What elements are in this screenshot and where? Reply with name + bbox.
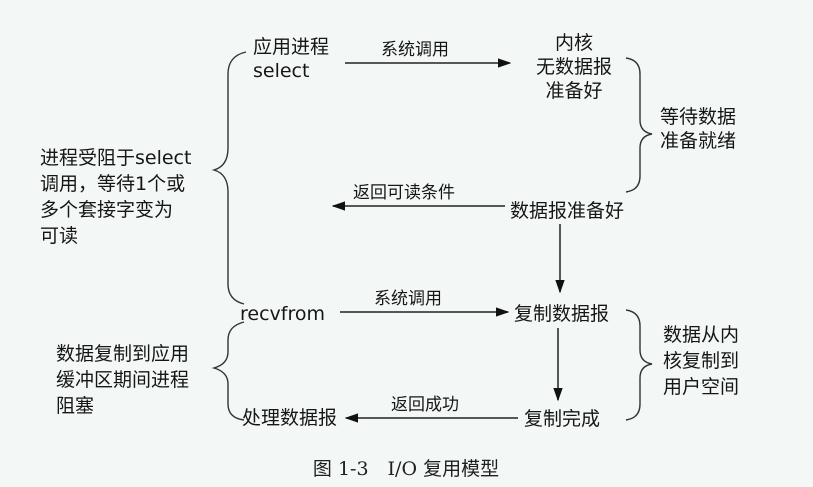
select-label: select: [253, 60, 309, 82]
kernel-label: 内核: [555, 32, 593, 54]
copy-blocked-brace: [211, 321, 245, 421]
app-process-label: 应用进程: [253, 36, 329, 58]
blocked-line4: 可读: [40, 225, 78, 247]
process-datagram-label: 处理数据报: [242, 407, 337, 429]
copy-kernel-line1: 数据从内: [663, 324, 739, 346]
wait-data-label: 等待数据: [660, 106, 736, 128]
return-readable-label: 返回可读条件: [353, 183, 455, 203]
blocked-line1: 进程受阻于select: [40, 147, 191, 169]
copy-blocked-line2: 缓冲区期间进程: [56, 369, 189, 391]
recvfrom-label: recvfrom: [240, 303, 325, 325]
blocked-line2: 调用，等待1个或: [40, 173, 185, 195]
figure-caption: 图 1-3 I/O 复用模型: [313, 458, 499, 480]
copy-kernel-line3: 用户空间: [663, 376, 739, 398]
copy-brace: [625, 309, 653, 421]
blocked-line3: 多个套接字变为: [40, 199, 173, 221]
copy-kernel-line2: 核复制到: [663, 350, 739, 372]
copy-done-label: 复制完成: [524, 408, 600, 430]
copy-datagram-label: 复制数据报: [514, 303, 609, 325]
no-datagram-label: 无数据报: [536, 56, 612, 78]
wait-brace: [625, 57, 653, 193]
datagram-ready-label: 数据报准备好: [510, 200, 624, 222]
syscall-bottom-label: 系统调用: [374, 289, 442, 309]
syscall-top-label: 系统调用: [381, 40, 449, 60]
return-success-label: 返回成功: [391, 395, 459, 415]
ready-label: 准备好: [545, 80, 602, 102]
ready-complete-label: 准备就绪: [660, 130, 736, 152]
blocked-brace: [211, 51, 247, 305]
copy-blocked-line3: 阻塞: [56, 395, 94, 417]
copy-blocked-line1: 数据复制到应用: [56, 343, 189, 365]
